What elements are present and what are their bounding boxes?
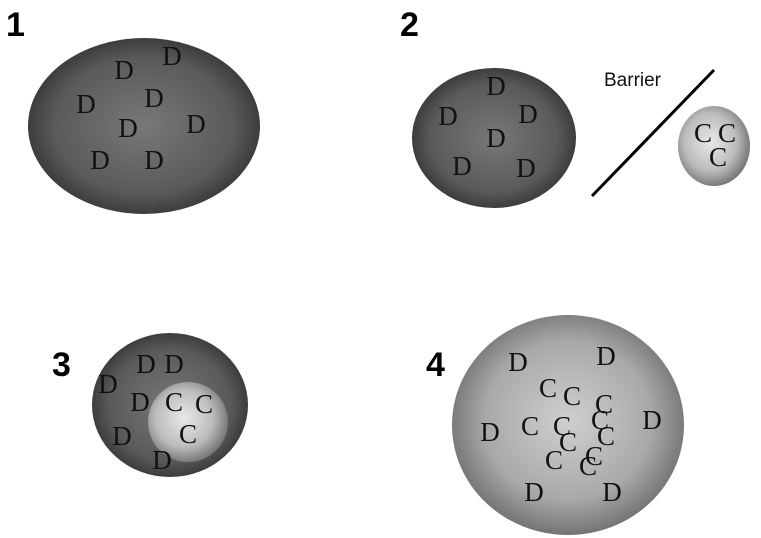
panel-2: 2 D D D D D D Barrier C C C — [400, 6, 750, 208]
panel-1: 1 D D D D D D D D — [6, 6, 260, 214]
cell-4-letters: D D D D D D C C C C C C C C C C C — [480, 341, 662, 507]
letter-d: D — [144, 83, 164, 113]
letter-d: D — [136, 349, 156, 379]
letter-c: C — [539, 373, 557, 403]
letter-d: D — [524, 477, 544, 507]
letter-d: D — [98, 369, 118, 399]
letter-c: C — [563, 381, 581, 411]
cell-2-light-letters: C C C — [694, 118, 736, 172]
letter-d: D — [152, 445, 172, 475]
letter-c: C — [718, 118, 736, 148]
cell-2-letters: D D D D D D — [438, 71, 538, 183]
panel-number-4: 4 — [426, 346, 445, 384]
letter-d: D — [112, 421, 132, 451]
letter-c: C — [521, 411, 539, 441]
cell-4-merged — [452, 315, 684, 535]
cell-1-letters: D D D D D D D D — [76, 41, 206, 175]
letter-c: C — [195, 389, 213, 419]
letter-d: D — [486, 123, 506, 153]
letter-d: D — [130, 387, 150, 417]
letter-d: D — [162, 41, 182, 71]
letter-d: D — [480, 417, 500, 447]
letter-d: D — [602, 477, 622, 507]
letter-c: C — [597, 421, 615, 451]
letter-c: C — [585, 441, 603, 471]
letter-c: C — [694, 118, 712, 148]
letter-d: D — [90, 145, 110, 175]
barrier-line — [590, 68, 716, 198]
letter-d: D — [438, 101, 458, 131]
panel-3: 3 D D D D D D C C C — [52, 333, 248, 477]
letter-d: D — [508, 347, 528, 377]
cell-2-light — [678, 106, 750, 186]
letter-d: D — [164, 349, 184, 379]
panel-number-2: 2 — [400, 6, 419, 44]
panel-number-1: 1 — [6, 6, 25, 44]
letter-d: D — [452, 151, 472, 181]
cell-3-letters: D D D D D D C C C — [98, 349, 213, 475]
letter-d: D — [114, 55, 134, 85]
letter-d: D — [642, 405, 662, 435]
letter-c: C — [579, 451, 597, 481]
letter-d: D — [486, 71, 506, 101]
letter-c: C — [709, 142, 727, 172]
letter-d: D — [144, 145, 164, 175]
barrier-label: Barrier — [604, 70, 662, 91]
letter-d: D — [186, 109, 206, 139]
cell-1-dark — [28, 38, 260, 214]
cell-3-light — [148, 382, 228, 462]
letter-c: C — [179, 419, 197, 449]
letter-d: D — [76, 89, 96, 119]
letter-c: C — [591, 405, 609, 435]
letter-d: D — [596, 341, 616, 371]
letter-c: C — [545, 445, 563, 475]
letter-d: D — [516, 153, 536, 183]
letter-c: C — [559, 427, 577, 457]
panel-4: 4 D D D D D D C C C C C C C C C C C — [426, 315, 684, 535]
cell-2-dark — [412, 68, 576, 208]
letter-d: D — [518, 99, 538, 129]
letter-c: C — [595, 389, 613, 419]
letter-c: C — [165, 387, 183, 417]
letter-d: D — [118, 113, 138, 143]
panel-number-3: 3 — [52, 346, 71, 384]
letter-c: C — [553, 411, 571, 441]
